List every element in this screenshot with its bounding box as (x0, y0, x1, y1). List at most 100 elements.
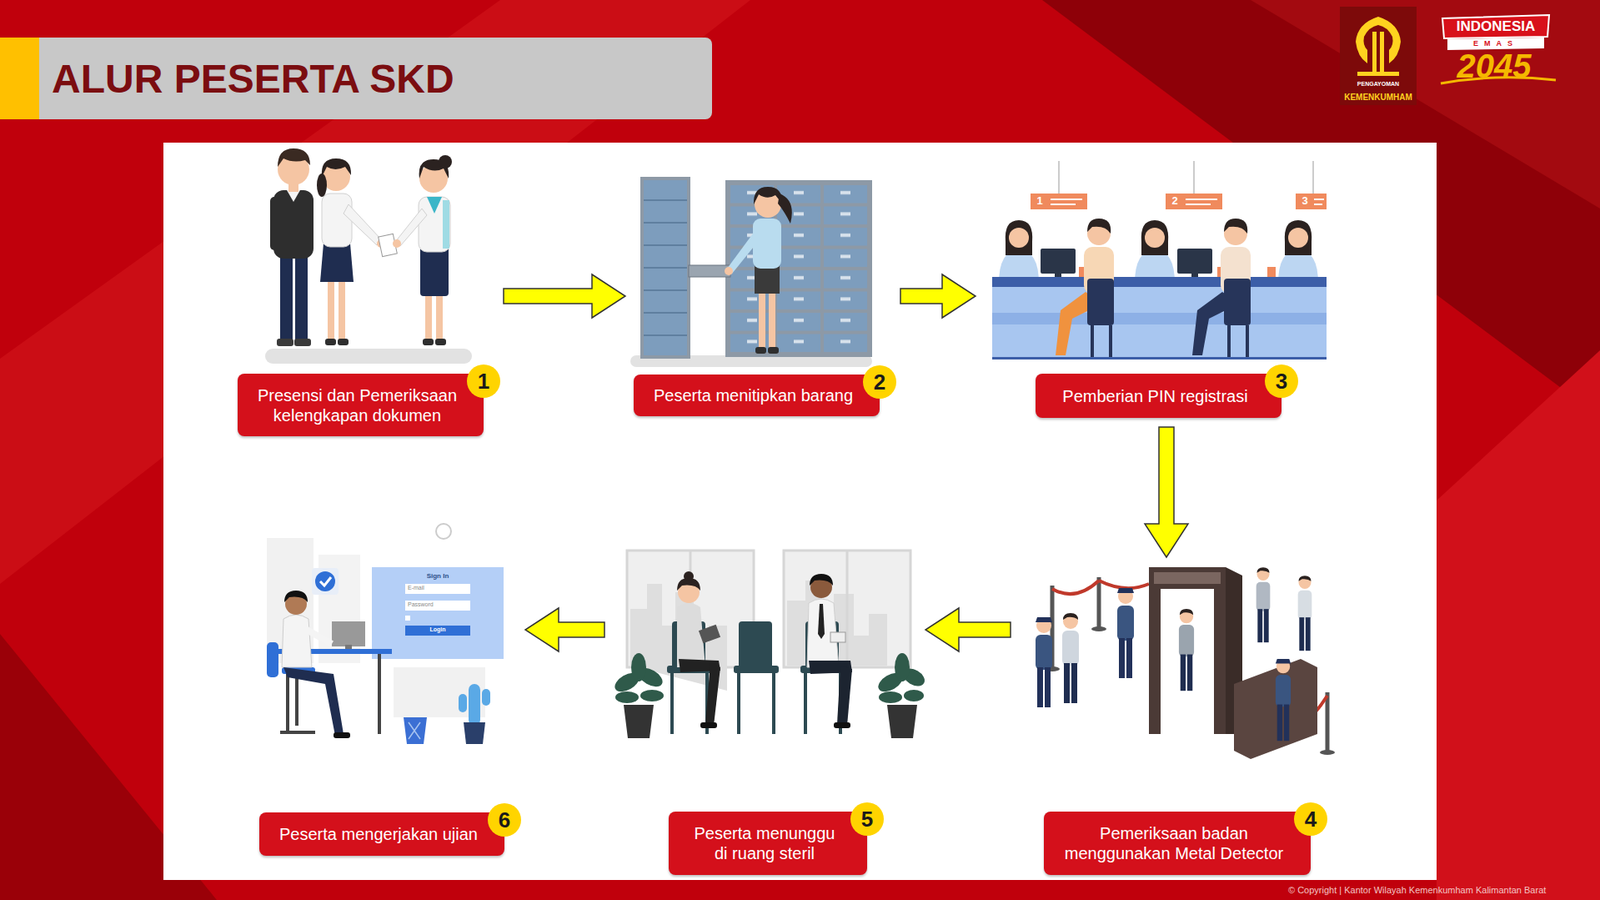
registration-desk-illustration (1288, 227, 1309, 248)
attendance-illustration (276, 338, 294, 347)
exam-illustration (266, 642, 279, 678)
locker-illustration (755, 346, 767, 354)
exam-illustration (405, 615, 411, 621)
waiting-room-illustration (738, 672, 774, 734)
locker-illustration (758, 290, 766, 351)
waiting-room-illustration (698, 624, 721, 644)
logo-motto: PENGAYOMAN (1357, 80, 1400, 88)
locker-illustration (777, 193, 793, 224)
registration-desk-illustration (1223, 218, 1248, 234)
kemenkumham-logo (1379, 31, 1385, 72)
exam-illustration (315, 571, 336, 592)
registration-desk-illustration (1040, 248, 1076, 274)
exam-illustration (458, 693, 467, 713)
exam-illustration (306, 629, 332, 644)
copyright-note: © Copyright | Kantor Wilayah Kemenkumham… (1288, 884, 1546, 896)
locker-illustration (754, 265, 780, 294)
waiting-room-illustration (837, 665, 853, 726)
attendance-illustration (442, 200, 450, 249)
callout-number: 2 (862, 365, 897, 399)
registration-desk-illustration (1295, 193, 1327, 210)
waiting-room-illustration (809, 573, 833, 586)
caption-box: Peserta mengerjakan ujian (259, 812, 505, 856)
kemenkumham-logo (1372, 31, 1377, 72)
caption-box: Pemeriksaan badan menggunakan Metal Dete… (1043, 811, 1311, 875)
slide-title: ALUR PESERTA SKD (51, 55, 455, 102)
registration-desk-illustration (992, 276, 1327, 287)
attendance-illustration (280, 250, 293, 344)
attendance-illustration (420, 245, 449, 296)
exam-illustration (405, 600, 471, 611)
exam-illustration (331, 621, 366, 647)
exam-illustration (463, 722, 486, 744)
flow-arrow (503, 274, 626, 318)
waiting-room-illustration (878, 691, 903, 703)
callout-number: 6 (487, 802, 522, 837)
waiting-room-illustration (846, 550, 849, 668)
waiting-room-illustration (875, 652, 928, 703)
counter-number: 3 (1301, 195, 1308, 208)
logo-word: INDONESIA (1456, 18, 1535, 36)
registration-desk-illustration (1144, 227, 1165, 248)
waiting-room-illustration (683, 571, 694, 582)
attendance-illustration (265, 348, 472, 364)
registration-desk-illustration (1050, 199, 1325, 205)
indonesia-emas-logo (1442, 15, 1550, 39)
waiting-room-illustration (783, 550, 911, 668)
locker-illustration (630, 178, 873, 367)
metal-detector-illustration (1035, 616, 1053, 708)
waiting-room-illustration (887, 704, 918, 738)
attendance-illustration (327, 275, 335, 342)
metal-detector-illustration (1178, 608, 1194, 691)
exam-illustration (405, 625, 471, 636)
registration-desk-illustration (1092, 325, 1111, 357)
exam-illustration (345, 644, 352, 649)
registration-desk-illustration (992, 356, 1327, 360)
callout-number: 1 (466, 364, 501, 398)
flow-arrow (1144, 426, 1189, 557)
attendance-illustration (295, 250, 308, 344)
metal-detector-illustration (1052, 576, 1328, 751)
registration-desk-illustration (1030, 193, 1088, 210)
kemenkumham-logo (1339, 6, 1417, 106)
logo-year: 2045 (1457, 46, 1532, 86)
exam-illustration (281, 614, 312, 668)
attendance-illustration (338, 275, 346, 342)
locker-illustration (642, 178, 689, 357)
caption-box: Pemberian PIN registrasi (1035, 373, 1282, 418)
title-bar (0, 37, 713, 120)
step-caption: Pemberian PIN registrasi (1062, 386, 1248, 407)
locker-illustration (725, 180, 873, 357)
metal-detector-illustration (1035, 566, 1335, 759)
attendance-illustration (273, 190, 314, 259)
exam-illustration (320, 576, 332, 586)
login-button: Login (429, 626, 446, 633)
metal-detector-illustration (1160, 588, 1214, 734)
kemenkumham-logo (1339, 6, 1417, 106)
registration-desk-illustration (1267, 266, 1276, 279)
locker-illustration (752, 218, 782, 269)
attendance-illustration (436, 291, 443, 342)
metal-detector-illustration (1117, 587, 1134, 678)
waiting-room-illustration (623, 704, 654, 738)
waiting-room-illustration (817, 603, 825, 639)
step-caption: Pemeriksaan badan menggunakan Metal Dete… (1057, 822, 1291, 863)
registration-desk-illustration (1005, 220, 1033, 256)
attendance-illustration (277, 148, 311, 167)
step-card: Peserta mengerjakan ujian6 (254, 518, 526, 859)
waiting-room-illustration (894, 652, 910, 682)
metal-detector-illustration (1256, 566, 1271, 643)
exam-illustration (280, 673, 316, 733)
step-card: Pemberian PIN registrasi 3 (975, 156, 1330, 427)
step-card: Peserta menitipkan barang2 (625, 170, 901, 419)
title-bar (0, 37, 40, 120)
exam-illustration (481, 688, 491, 706)
exam-illustration (283, 667, 344, 736)
waiting-room-illustration (733, 665, 779, 673)
registration-desk-illustration (1058, 160, 1314, 194)
flow-arrow (925, 607, 1011, 652)
flow-arrow (525, 607, 605, 652)
